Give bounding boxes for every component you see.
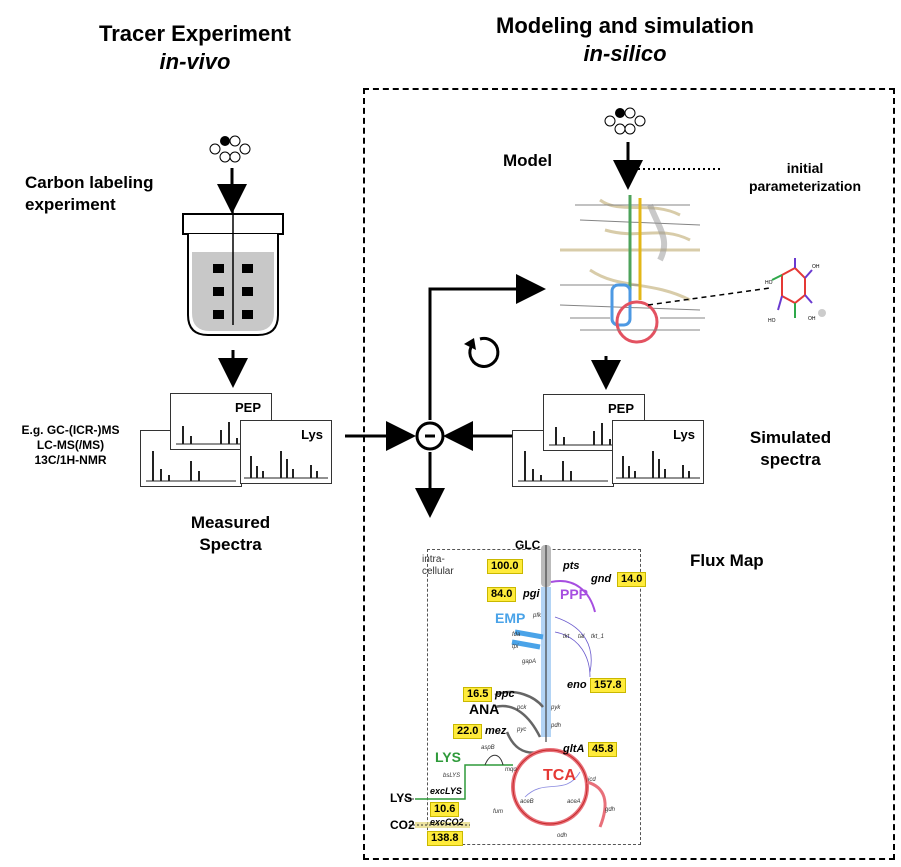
minor-label-fum: fum [493,809,504,815]
flux-name-pgi: pgi [523,588,540,600]
svg-text:OH: OH [808,316,816,322]
module-ana: ANA [469,701,500,717]
svg-text:HO: HO [765,280,773,286]
flux-name-glta: gltA [563,743,585,755]
flux-value-exclys: 10.6 [430,802,460,817]
minor-label-tpi: tpi [512,644,519,650]
minor-label-aspb: aspB [481,745,495,751]
method-gc: E.g. GC-(ICR-)MS [21,423,120,437]
minor-label-pyc: pyc [517,727,527,733]
minor-label-odh: odh [557,833,568,839]
minor-label-pyk: pyk [551,705,561,711]
flux-map: GLC intra- cellular 100.0 pts gnd 14.0 8… [390,537,647,846]
flux-value-ppc: 16.5 [463,687,493,702]
method-lc: LC-MS(/MS) [36,438,105,452]
flux-map-title: Flux Map [690,551,764,570]
param-line2: parameterization [748,178,862,194]
minor-label-pdh: pdh [551,723,562,729]
minor-label-acea: aceA [567,799,581,805]
intracellular-label: intra- cellular [422,554,454,578]
minor-label-aceb: aceB [520,799,534,805]
right-title: Modeling and simulation in-silico [460,12,790,68]
simulated-lys-label: Lys [673,427,695,442]
flux-name-excco2: excCO2 [430,817,464,827]
tracer-molecule-right-icon [604,107,646,135]
minor-label-gdh: gdh [605,807,616,813]
measured-line2: Spectra [199,535,262,554]
minor-label-tal: tal [578,634,585,640]
flux-name-ppc: ppc [495,688,515,700]
intracellular-line2: cellular [422,566,454,577]
molecule-structure-icon: HO OH HO OH [765,258,826,324]
right-title-line2: in-silico [583,41,667,66]
flux-name-eno: eno [567,679,587,691]
minor-label-pfk: pfk [533,613,542,619]
minus-operator-icon [415,421,445,451]
simulated-line1: Simulated [749,428,832,447]
minor-label-icd: icd [588,777,596,783]
minor-label-bslys: bsLYS [443,773,461,779]
flux-value-pts: 100.0 [487,559,523,574]
method-nmr: 13C/1H-NMR [34,453,107,467]
left-title-line2: in-vivo [159,49,231,74]
metabolite-glc: GLC [515,538,541,552]
simulated-spectrum-lys: Lys [612,420,704,484]
module-ppp: PPP [560,586,589,602]
flux-value-glta: 45.8 [588,742,618,757]
metabolic-network-icon [559,195,705,344]
initial-parameterization-label: initial parameterization [730,159,880,195]
flux-value-gnd: 14.0 [617,572,647,587]
simulated-line2: spectra [760,450,821,469]
metabolite-lys: LYS [390,791,413,805]
bioreactor-icon [182,205,284,336]
simulated-pep-label: PEP [607,401,634,416]
measured-lys-label: Lys [301,427,323,442]
intracellular-line1: intra- [422,554,445,565]
measured-spectra-label: Measured Spectra [178,512,283,556]
cycle-arrow-icon [464,336,500,368]
flux-value-pgi: 84.0 [487,587,517,602]
measured-spectrum-lys: Lys [240,420,332,484]
minor-label-tkt: tkt [563,634,570,640]
svg-text:OH: OH [812,264,820,270]
flux-name-pts: pts [563,560,580,572]
tracer-molecule-left-icon [209,135,251,163]
cle-label-line1: Carbon labeling [25,173,154,192]
left-title-line1: Tracer Experiment [99,21,291,46]
minor-label-tkt1: tkt_1 [591,634,605,640]
param-line1: initial [786,160,824,176]
flux-value-excco2: 138.8 [427,831,463,846]
simulated-spectra-label: Simulated spectra [738,427,843,471]
minor-label-pck: pck [517,705,527,711]
flux-value-mez: 22.0 [453,724,483,739]
flux-name-exclys: excLYS [430,786,462,796]
cle-label-line2: experiment [25,195,116,214]
flux-value-eno: 157.8 [590,678,626,693]
methods-list: E.g. GC-(ICR-)MS LC-MS(/MS) 13C/1H-NMR [8,423,133,468]
flux-name-mez: mez [485,725,507,737]
minor-label-fda: fda [512,632,521,638]
left-title: Tracer Experiment in-vivo [70,20,320,76]
metabolite-co2: CO2 [390,818,415,832]
measured-line1: Measured [190,513,271,532]
in-silico-frame [363,88,895,860]
cle-label: Carbon labeling experiment [25,172,153,216]
minor-label-mqo: mqo [505,767,517,773]
module-emp: EMP [495,610,526,626]
minor-label-gapa: gapA [522,659,537,665]
flux-name-gnd: gnd [591,573,612,585]
right-title-line1: Modeling and simulation [496,13,754,38]
model-label: Model [503,151,553,170]
flux-map-network [400,545,607,828]
svg-text:HO: HO [768,318,776,324]
module-lys: LYS [435,749,461,765]
module-tca: TCA [543,767,576,784]
intracellular-boundary [427,549,641,845]
measured-pep-label: PEP [234,400,261,415]
